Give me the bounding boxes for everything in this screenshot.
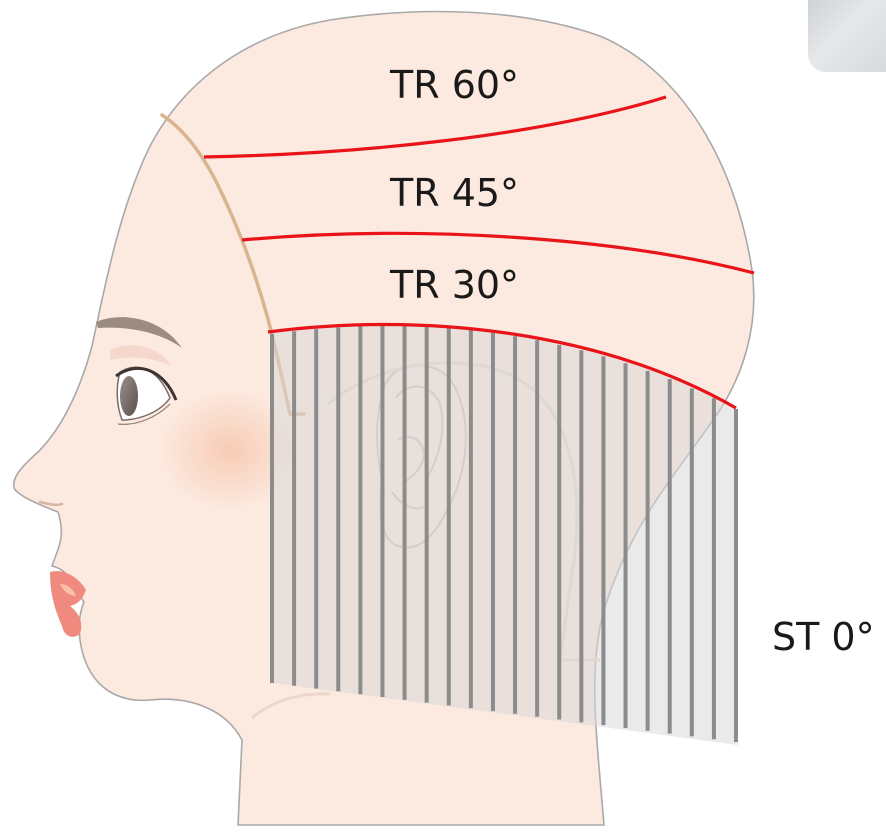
label-tr30: TR 30°: [390, 266, 519, 304]
label-st0: ST 0°: [772, 618, 875, 656]
label-tr45: TR 45°: [390, 174, 519, 212]
iris: [120, 376, 138, 416]
corner-thumbnail: [808, 0, 886, 72]
label-tr60: TR 60°: [390, 66, 519, 104]
